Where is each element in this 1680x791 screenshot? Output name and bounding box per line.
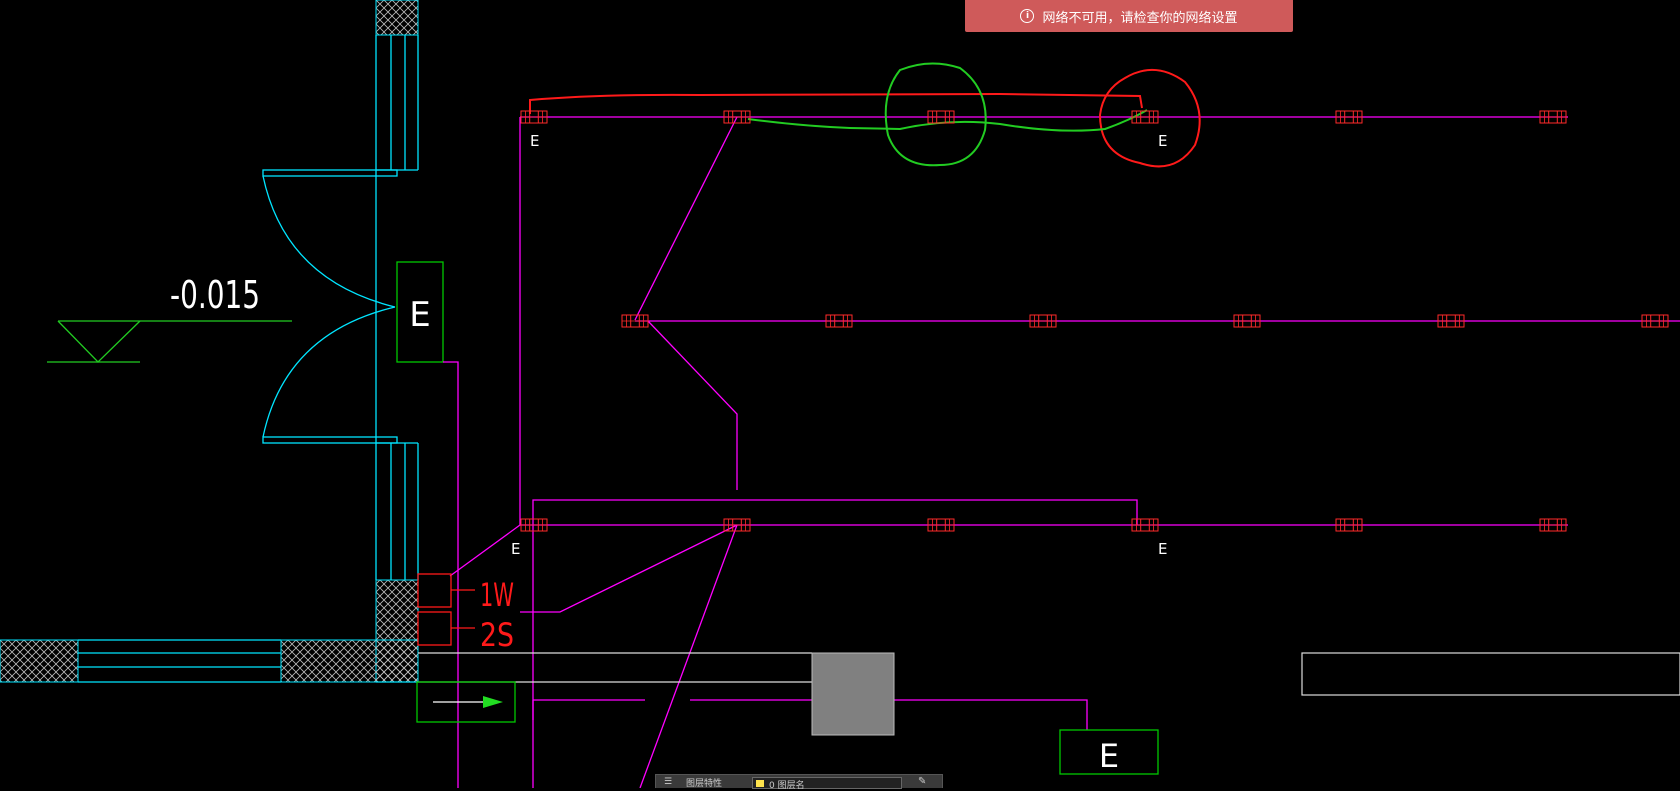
wall-hatching <box>0 0 419 683</box>
layer-dropdown[interactable]: 0 图层名 <box>752 777 902 791</box>
layer-name: 0 图层名 <box>769 781 805 791</box>
entrance-arrow <box>416 681 516 723</box>
elevation-label: -0.015 <box>170 273 260 317</box>
fixture-label-e: E <box>530 132 539 150</box>
distribution-panel[interactable]: E <box>396 261 444 363</box>
edit-icon[interactable]: ✎ <box>918 776 927 787</box>
circuit-label-1w: 1W <box>480 576 514 614</box>
green-markup <box>747 62 1148 167</box>
layer-color-swatch <box>756 780 764 787</box>
network-error-toast: i 网络不可用，请检查你的网络设置 <box>965 0 1293 32</box>
circuit-boxes <box>417 573 475 646</box>
fixture-label-e: E <box>1158 540 1167 558</box>
info-circle-icon: i <box>1020 9 1035 23</box>
wall-lines <box>78 35 419 683</box>
red-markup <box>529 68 1201 168</box>
fixture-label-e: E <box>1158 132 1167 150</box>
double-door <box>262 169 398 444</box>
sub-panel-label: E <box>1099 737 1119 775</box>
layer-command-bar[interactable]: ☰ 图层特性 0 图层名 ✎ <box>655 774 943 791</box>
fixture-label-e: E <box>511 540 520 558</box>
command-bar-label: 图层特性 <box>686 779 723 789</box>
wiring-lines <box>443 116 1680 788</box>
toast-message: 网络不可用，请检查你的网络设置 <box>1042 10 1238 26</box>
circuit-label-2s: 2S <box>480 616 514 654</box>
layers-icon[interactable]: ☰ <box>664 777 673 787</box>
structural-column <box>811 652 895 736</box>
elevation-marker <box>47 320 292 363</box>
sub-panel[interactable]: E <box>1059 729 1159 775</box>
panel-label: E <box>409 295 430 335</box>
structure-lines <box>418 652 1680 696</box>
